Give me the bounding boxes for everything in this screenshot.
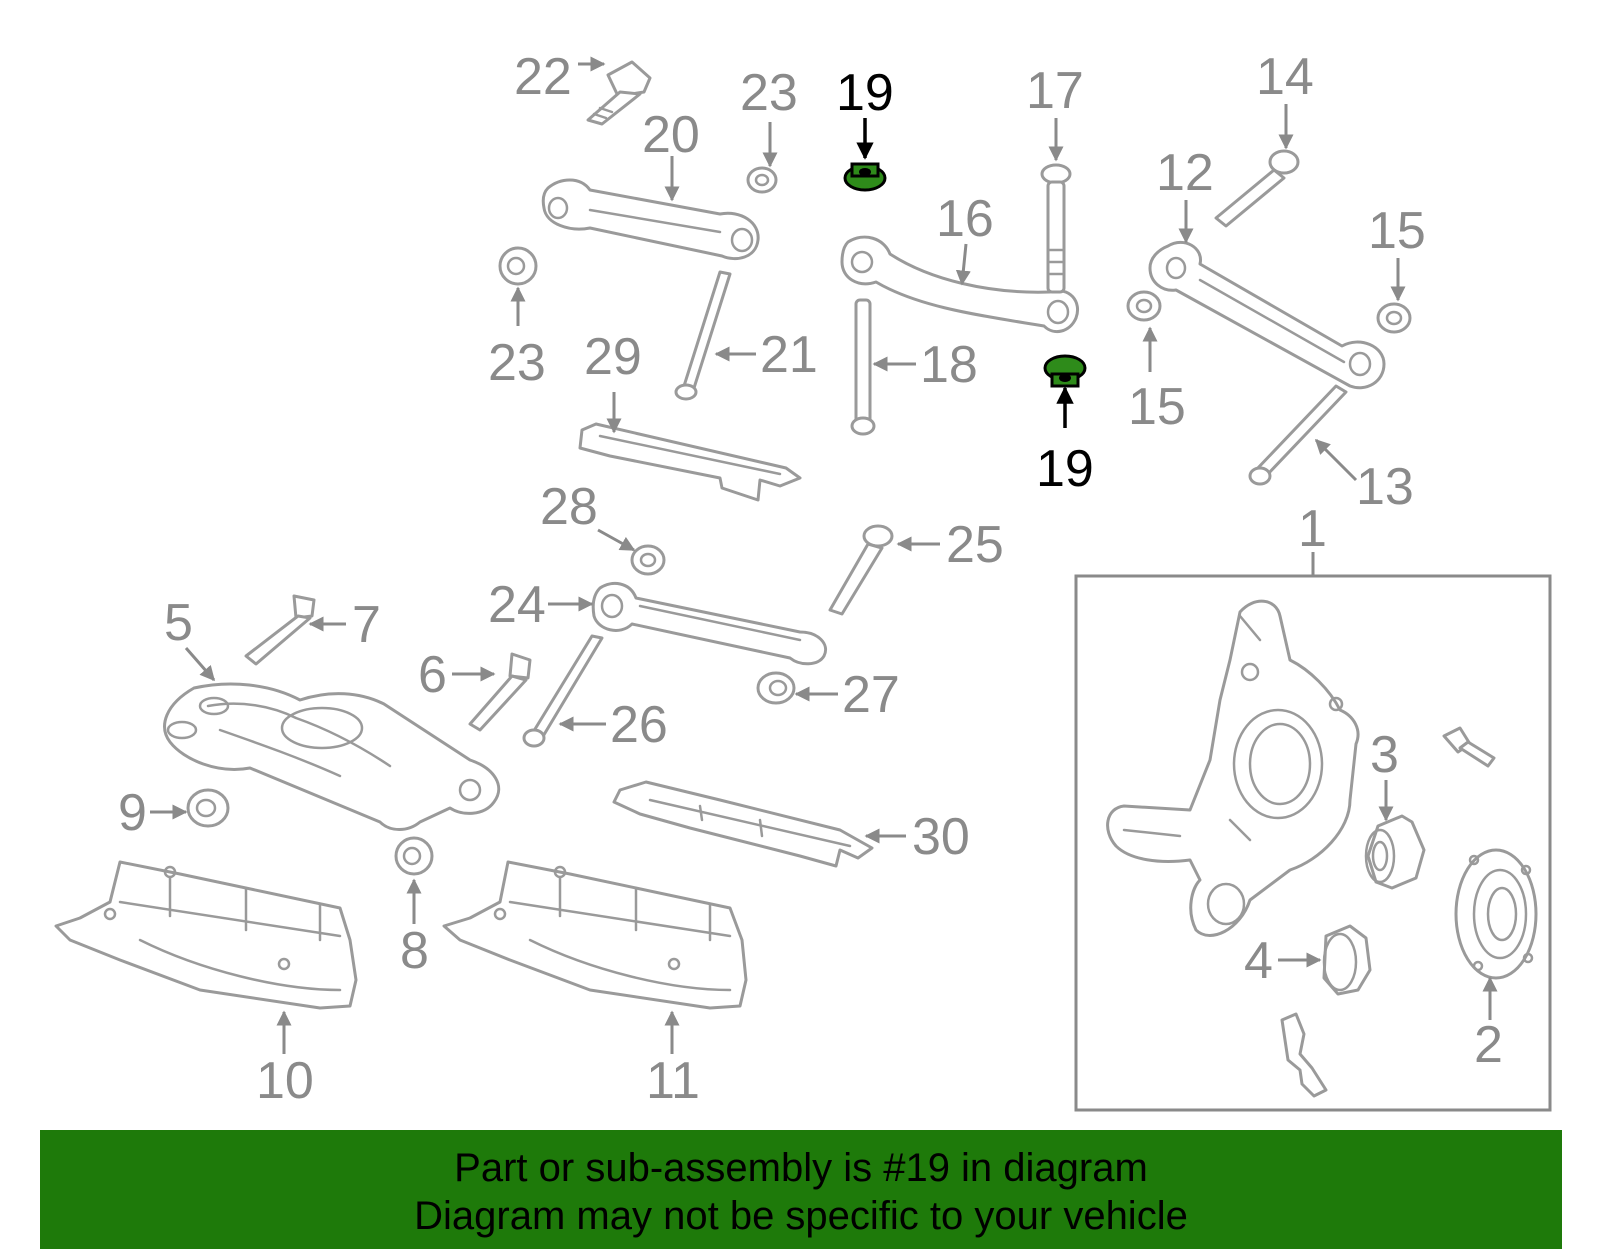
- part-19-nut-lower[interactable]: [1043, 354, 1087, 388]
- banner-line-2: Diagram may not be specific to your vehi…: [414, 1194, 1188, 1238]
- label-15-left: 15: [1128, 378, 1186, 436]
- part-18-bolt[interactable]: [850, 298, 876, 436]
- label-16: 16: [936, 190, 994, 248]
- label-11: 11: [646, 1052, 700, 1110]
- part-22-bolt[interactable]: [586, 60, 652, 126]
- part-6-bolt[interactable]: [468, 652, 532, 732]
- label-19-lower: 19: [1036, 440, 1094, 498]
- label-4: 4: [1244, 932, 1273, 990]
- part-4-bushing[interactable]: [1322, 924, 1372, 996]
- label-23-upper: 23: [740, 64, 798, 122]
- part-8-nut[interactable]: [394, 836, 434, 876]
- label-15-right: 15: [1368, 202, 1426, 260]
- label-5: 5: [164, 594, 193, 652]
- label-13: 13: [1356, 458, 1414, 516]
- banner-line-1: Part or sub-assembly is #19 in diagram: [454, 1146, 1148, 1190]
- info-banner: Part or sub-assembly is #19 in diagram D…: [40, 1130, 1562, 1249]
- part-26-bolt[interactable]: [522, 634, 604, 748]
- sensor-bracket[interactable]: [1280, 1012, 1328, 1098]
- label-14: 14: [1256, 48, 1314, 106]
- part-28-nut[interactable]: [630, 544, 666, 576]
- label-9: 9: [118, 784, 147, 842]
- part-17-bolt[interactable]: [1040, 163, 1072, 294]
- label-24: 24: [488, 576, 546, 634]
- part-12-control-arm[interactable]: [1148, 240, 1386, 390]
- callout-labels: 22 20 23 19 17 14 12 16 15 23 29 21 18 1…: [118, 48, 1503, 1110]
- label-6: 6: [418, 646, 447, 704]
- label-30: 30: [912, 808, 970, 866]
- part-23-nut-upper[interactable]: [746, 166, 778, 194]
- label-23-lower: 23: [488, 334, 546, 392]
- label-27: 27: [842, 666, 900, 724]
- label-21: 21: [760, 326, 818, 384]
- part-19-nut-upper[interactable]: [843, 162, 887, 192]
- part-27-nut[interactable]: [756, 671, 796, 705]
- part-21-bolt[interactable]: [674, 270, 732, 401]
- part-23-nut-lower[interactable]: [498, 246, 538, 286]
- part-16-control-arm[interactable]: [840, 235, 1079, 334]
- label-2: 2: [1474, 1016, 1503, 1074]
- label-17: 17: [1026, 62, 1084, 120]
- label-18: 18: [920, 336, 978, 394]
- part-15-nut-right[interactable]: [1376, 302, 1412, 334]
- label-26: 26: [610, 696, 668, 754]
- part-7-bolt[interactable]: [244, 594, 316, 666]
- label-29: 29: [584, 328, 642, 386]
- label-1: 1: [1298, 500, 1327, 558]
- part-29-shield[interactable]: [578, 422, 802, 502]
- part-15-nut-left[interactable]: [1126, 290, 1162, 322]
- label-10: 10: [256, 1052, 314, 1110]
- label-28: 28: [540, 478, 598, 536]
- part-30-shield[interactable]: [612, 780, 874, 868]
- label-22: 22: [514, 48, 572, 106]
- part-13-bolt[interactable]: [1248, 384, 1348, 486]
- part-10-splash-shield[interactable]: [54, 860, 358, 1010]
- label-20: 20: [642, 106, 700, 164]
- part-5-lower-arm[interactable]: [163, 682, 501, 831]
- part-25-bolt[interactable]: [828, 524, 894, 616]
- label-19-upper: 19: [836, 64, 894, 122]
- label-3: 3: [1370, 726, 1399, 784]
- label-8: 8: [400, 922, 429, 980]
- part-24-control-arm[interactable]: [591, 581, 827, 666]
- part-11-splash-shield[interactable]: [442, 860, 748, 1010]
- leader-lines: [150, 56, 1498, 1054]
- part-3-bushing[interactable]: [1364, 814, 1426, 890]
- part-2-hub[interactable]: [1454, 848, 1538, 980]
- part-1-box: [1074, 552, 1552, 1112]
- label-12: 12: [1156, 144, 1214, 202]
- label-25: 25: [946, 516, 1004, 574]
- label-7: 7: [352, 596, 381, 654]
- hub-bolt[interactable]: [1442, 726, 1496, 768]
- part-20-control-arm[interactable]: [541, 178, 760, 261]
- part-9-nut[interactable]: [186, 788, 230, 828]
- part-1-knuckle[interactable]: [1106, 599, 1360, 937]
- part-14-bolt[interactable]: [1214, 149, 1300, 228]
